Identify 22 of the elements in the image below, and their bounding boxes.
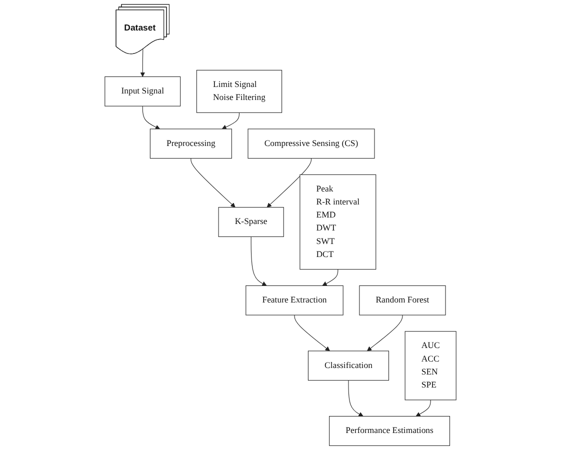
node-box: Peak R-R interval EMD DWT SWT DCT	[300, 174, 376, 270]
arrow	[222, 112, 240, 130]
node-box: K-Sparse	[218, 207, 284, 237]
arrow	[416, 400, 431, 416]
arrow	[348, 380, 364, 416]
node-box: Limit Signal Noise Filtering	[196, 70, 282, 113]
arrow	[366, 314, 403, 352]
node-box: Compressive Sensing (CS)	[248, 128, 375, 159]
arrow	[190, 158, 236, 208]
arrow	[140, 48, 146, 77]
node-box: Input Signal	[104, 76, 181, 106]
arrow	[266, 158, 312, 208]
arrow	[322, 269, 338, 286]
node-box: Preprocessing	[150, 128, 232, 159]
node-box: Classification	[308, 350, 390, 381]
arrow	[250, 236, 267, 286]
arrow	[142, 106, 160, 130]
arrow	[294, 314, 330, 352]
node-box: Random Forest	[359, 285, 446, 316]
node-box: Performance Estimations	[329, 416, 450, 446]
node-box: Feature Extraction	[246, 285, 344, 316]
node-box: AUC ACC SEN SPE	[404, 331, 456, 400]
